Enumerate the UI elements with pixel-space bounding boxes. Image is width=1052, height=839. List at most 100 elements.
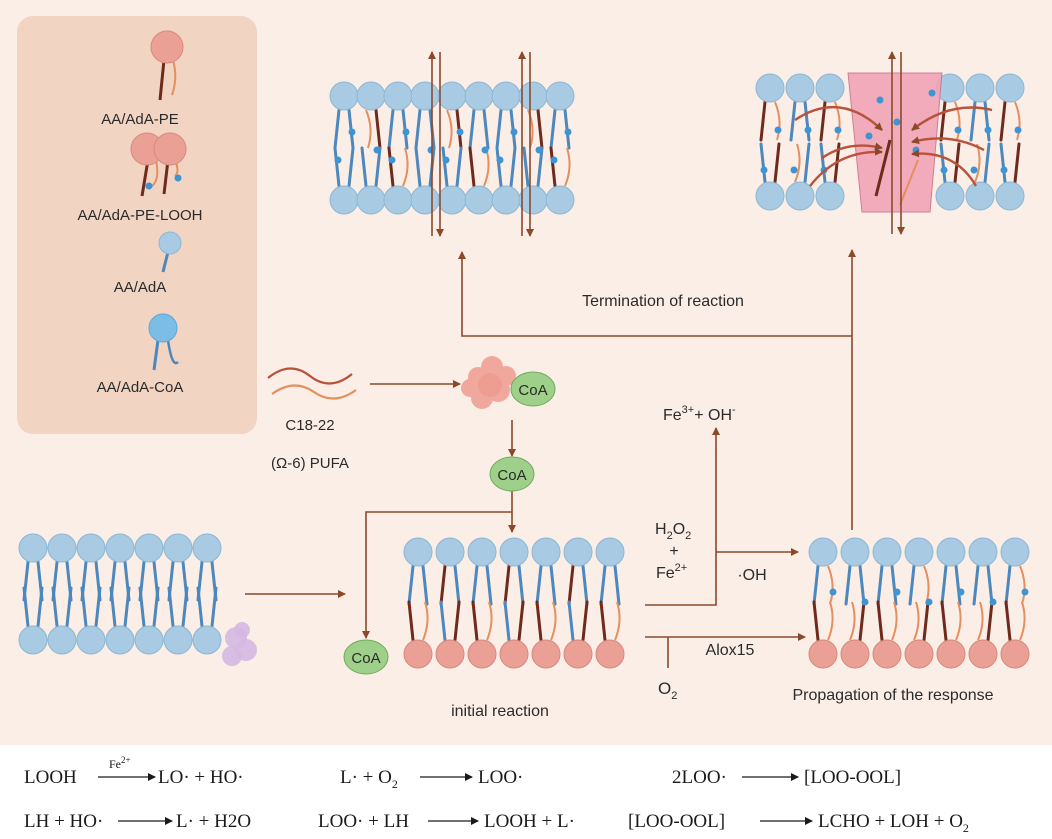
svg-text:LOOH + L·: LOOH + L· (484, 811, 575, 832)
membrane-pore (847, 51, 943, 235)
lipid-head (464, 185, 494, 215)
lipid-head (968, 639, 998, 669)
lipid-head (808, 537, 838, 567)
legend-label-aa: AA/AdA (114, 279, 167, 296)
equation-4: LH + HO· L· + H2O (24, 811, 251, 832)
lipid-head (467, 639, 497, 669)
fe2-label: Fe2+ (656, 562, 687, 582)
legend-box (17, 16, 257, 434)
lipid-head (785, 73, 815, 103)
coa-badge-enzyme: CoA (510, 371, 556, 407)
lipid-head (134, 533, 164, 563)
lipid-head (935, 181, 965, 211)
lipid-head (383, 185, 413, 215)
lipid-head (563, 639, 593, 669)
lipid-head (76, 625, 106, 655)
lipid-head (545, 185, 575, 215)
lipid-head (755, 181, 785, 211)
pufa-label: (Ω-6) PUFA (271, 455, 349, 472)
svg-text:2LOO·: 2LOO· (672, 767, 727, 788)
lipid-head (192, 625, 222, 655)
flow-arrows (245, 249, 856, 668)
lipid-head (499, 639, 529, 669)
legend-label-pe: AA/AdA-PE (101, 111, 179, 128)
membrane-terminated-right (755, 73, 1025, 211)
equation-3: 2LOO· [LOO-OOL] (672, 767, 901, 788)
membrane-propagation (808, 537, 1030, 669)
lipid-head (491, 185, 521, 215)
alox15-label: Alox15 (706, 642, 755, 659)
lipid-head (872, 639, 902, 669)
lipid-head (410, 81, 440, 111)
svg-text:LO· + HO·: LO· + HO· (158, 767, 244, 788)
svg-text:Fe2+: Fe2+ (109, 755, 131, 771)
svg-text:LOO· + LH: LOO· + LH (318, 811, 409, 832)
lipid-head (995, 73, 1025, 103)
equation-6: [LOO-OOL] LCHO + LOH + O2 (628, 811, 969, 835)
lipid-head (904, 537, 934, 567)
chain-length-label: C18-22 (285, 417, 334, 434)
lipid-head (545, 81, 575, 111)
h2o2-label: H2O2 (655, 521, 691, 542)
equations-background (0, 745, 1052, 839)
initial-reaction-label: initial reaction (451, 703, 549, 720)
lipid-head (518, 81, 548, 111)
termination-label: Termination of reaction (582, 293, 744, 310)
rupture-arrows-left (428, 51, 534, 237)
lipid-head (437, 81, 467, 111)
legend-label-pe-looh: AA/AdA-PE-LOOH (77, 207, 202, 224)
lipid-head (491, 81, 521, 111)
lipid-head (965, 181, 995, 211)
propagation-label: Propagation of the response (792, 687, 993, 704)
lipid-head (595, 537, 625, 567)
svg-text:LH + HO·: LH + HO· (24, 811, 103, 832)
lipid-head (329, 185, 359, 215)
lipid-head (808, 639, 838, 669)
lipid-head (435, 639, 465, 669)
lipid-head (435, 537, 465, 567)
svg-text:L· + H2O: L· + H2O (176, 811, 251, 832)
svg-text:LCHO + LOH + O2: LCHO + LOH + O2 (818, 811, 969, 835)
lipid-head (134, 625, 164, 655)
o2-label: O2 (658, 679, 677, 702)
lipid-head (965, 73, 995, 103)
fe3-oh-label: Fe3++ OH- (663, 404, 736, 424)
lipid-head (464, 81, 494, 111)
lipid-head (995, 181, 1025, 211)
lipid-head (105, 533, 135, 563)
lipid-head (755, 73, 785, 103)
lipid-head (595, 639, 625, 669)
lipid-head (936, 639, 966, 669)
lipid-head (163, 625, 193, 655)
legend-pe-looh-icon (130, 132, 187, 197)
coa-label: CoA (518, 382, 547, 399)
lipid-head (840, 537, 870, 567)
lipid-head (840, 639, 870, 669)
membrane-resting (18, 533, 222, 655)
hydroxyl-radical-label: ·OH (737, 567, 766, 584)
equation-2: L· + O2 LOO· (340, 767, 523, 791)
lipid-head (815, 181, 845, 211)
lipid-head (904, 639, 934, 669)
lipid-head (815, 73, 845, 103)
lipid-head (403, 639, 433, 669)
lipid-head (163, 533, 193, 563)
legend-label-coa: AA/AdA-CoA (97, 379, 184, 396)
legend-pe-icon (150, 30, 184, 101)
lipid-head (192, 533, 222, 563)
coa-label: CoA (351, 650, 380, 667)
lipid-head (383, 81, 413, 111)
lipid-head (499, 537, 529, 567)
equation-5: LOO· + LH LOOH + L· (318, 811, 575, 832)
legend-aa-icon (158, 231, 182, 273)
lipid-head (329, 81, 359, 111)
lipid-head (872, 537, 902, 567)
lipid-head (936, 537, 966, 567)
coa-badge-bottom: CoA (343, 639, 389, 675)
lipid-head (47, 625, 77, 655)
lipid-head (785, 181, 815, 211)
lipid-head (518, 185, 548, 215)
lipid-head (356, 81, 386, 111)
